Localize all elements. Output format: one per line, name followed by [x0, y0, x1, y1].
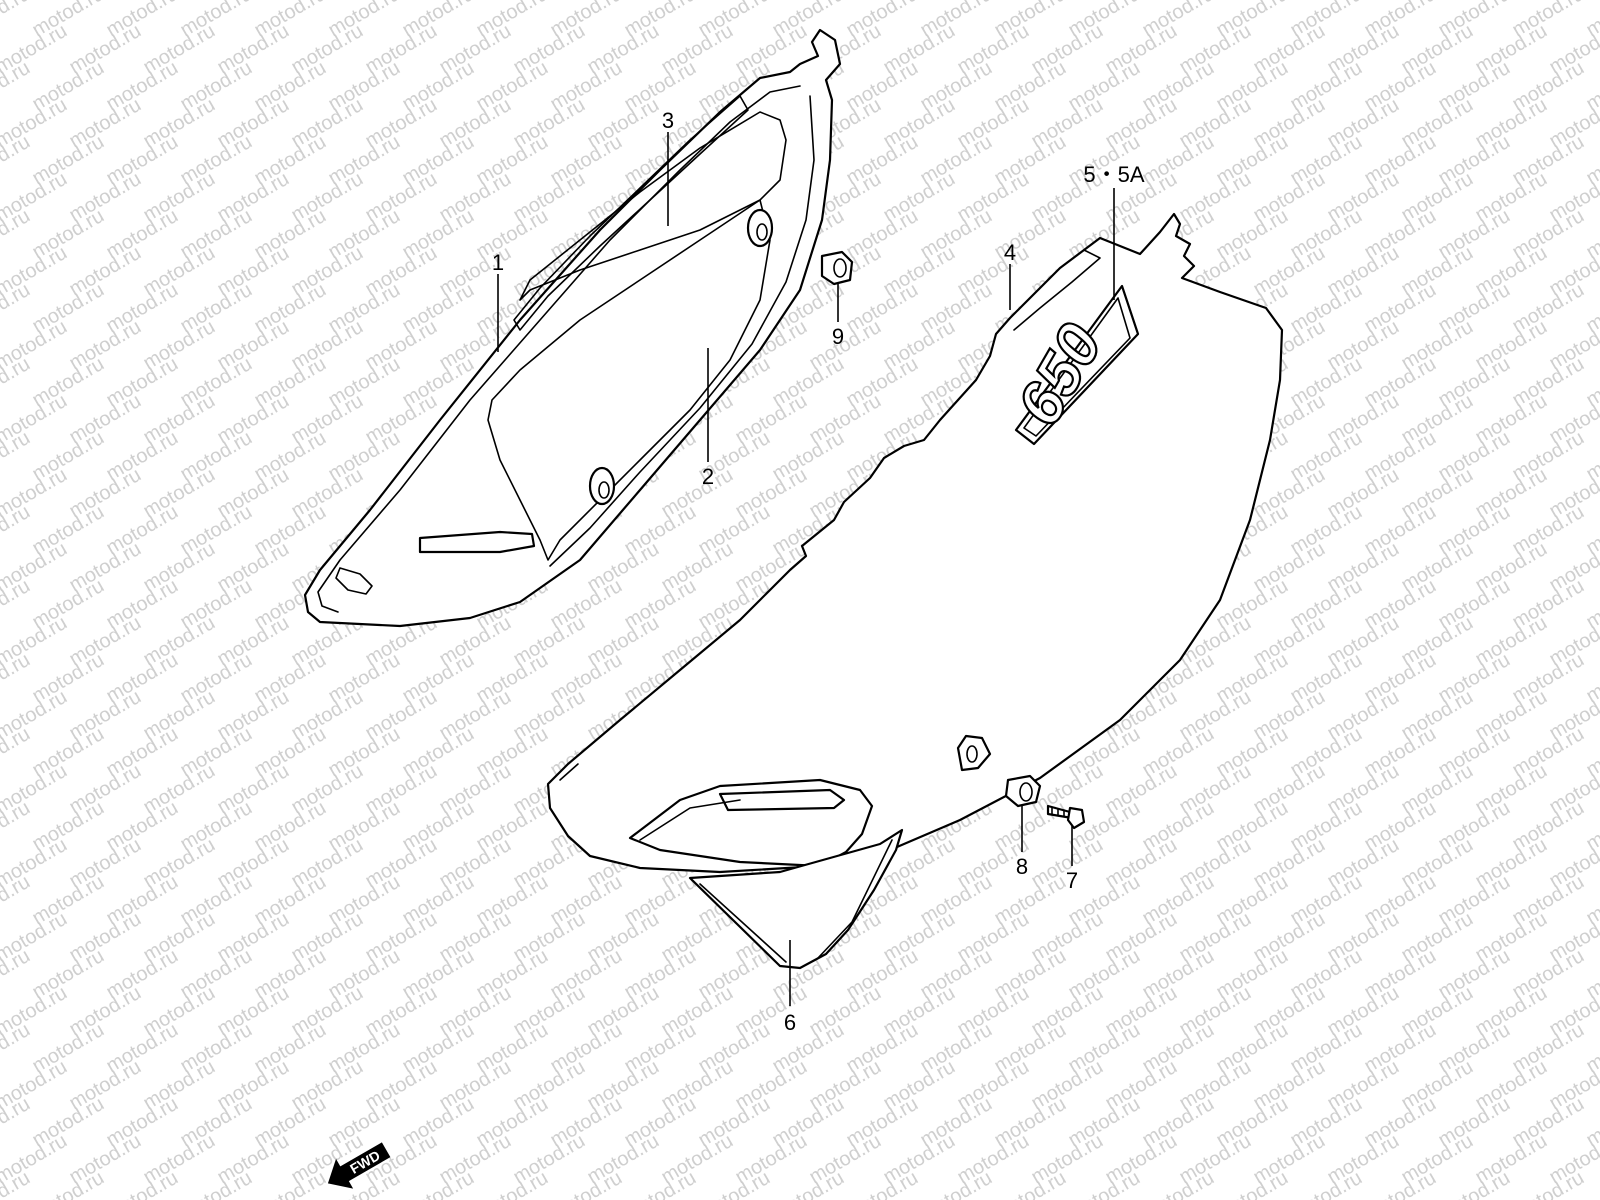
- mounting-tab: [956, 734, 992, 772]
- callout-6: 6: [784, 1010, 796, 1035]
- emblem-inner-frame: [1023, 297, 1131, 437]
- upper-cover-part4: [1013, 249, 1101, 331]
- mounting-tab-hole: [966, 745, 978, 763]
- lower-grommet-hole: [598, 481, 610, 499]
- left-frame-cover: [303, 28, 842, 628]
- intake-slot: [718, 788, 846, 812]
- under-panel-part6: [688, 828, 904, 970]
- fwd-arrow-shape: [327, 1142, 391, 1189]
- under-panel-rim: [699, 839, 893, 963]
- callout-1: 1: [492, 250, 504, 275]
- upper-grommet: [746, 208, 774, 248]
- left-cover-outer-shell: [303, 28, 842, 628]
- screw-part7: [1046, 804, 1086, 830]
- upper-trim-strip: [513, 95, 749, 331]
- callout-3: 3: [662, 108, 674, 133]
- left-cover-slot-vent: [418, 530, 536, 554]
- right-frame-cover: 650: [546, 212, 1284, 970]
- callout-8: 8: [1016, 854, 1028, 879]
- callout-2: 2: [702, 464, 714, 489]
- right-cover-front-tip: [559, 763, 579, 781]
- watermark-text: motod.ru: [0, 0, 34, 41]
- left-cover-front-tip: [335, 567, 373, 595]
- intake-vent-line: [639, 799, 741, 841]
- callout-5-5a: 5・5A: [1083, 162, 1144, 187]
- right-cover-outer-shell: [546, 212, 1284, 874]
- leader-lines: [497, 132, 1115, 1006]
- inner-panel-part2: [487, 199, 771, 561]
- callout-9: 9: [832, 324, 844, 349]
- lower-grommet: [588, 466, 616, 506]
- upper-grommet-hole: [756, 223, 768, 241]
- callout-4: 4: [1004, 240, 1016, 265]
- emblem-frame: [1014, 284, 1140, 446]
- callout-7: 7: [1066, 868, 1078, 893]
- callout-labels: 1 2 3 4 5・5A 6 7 8 9: [492, 108, 1145, 1035]
- grommet-part9: [820, 250, 854, 286]
- grommet-part8: [1004, 774, 1042, 808]
- left-cover-inner-rim: [317, 85, 815, 613]
